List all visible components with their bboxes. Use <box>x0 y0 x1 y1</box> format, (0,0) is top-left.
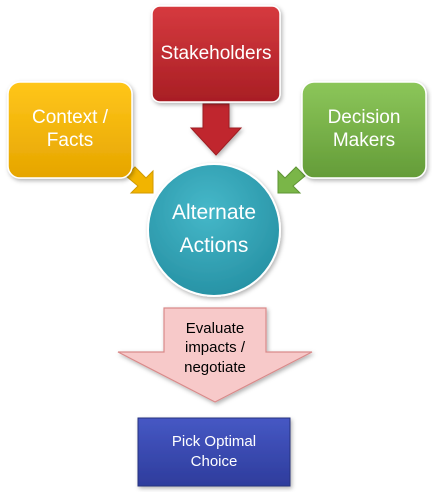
edge-decision-to-alternate <box>277 166 306 194</box>
decision-makers-box <box>301 81 427 179</box>
edge-context-to-alternate <box>125 166 154 194</box>
evaluate-arrow <box>117 307 313 403</box>
pick-optimal-box <box>137 417 291 487</box>
edge-stakeholders-to-alternate <box>189 103 243 156</box>
stakeholders-box <box>151 5 281 103</box>
alternate-actions-circle <box>147 163 281 297</box>
context-facts-box <box>7 81 133 179</box>
